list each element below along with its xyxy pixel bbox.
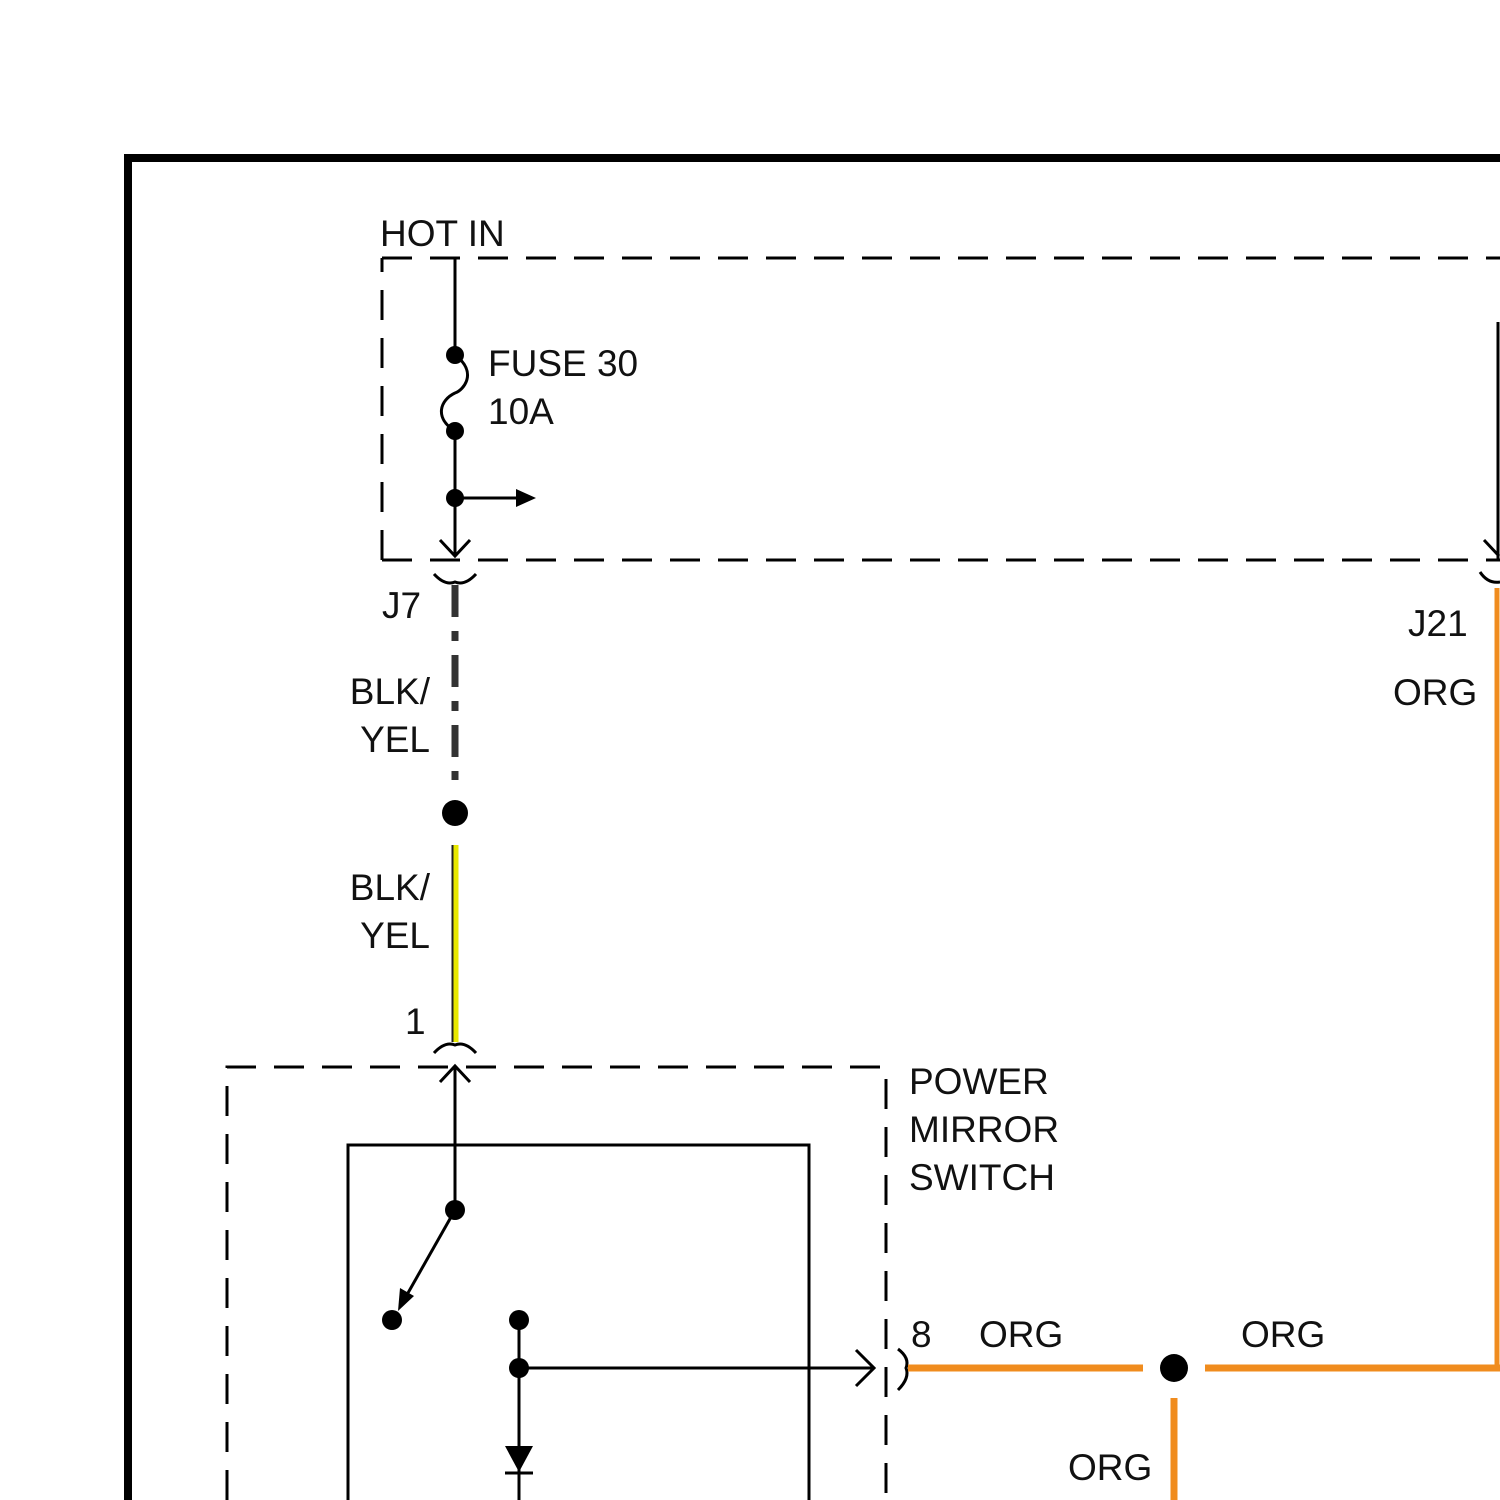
connector-j7-label: J7 [382,585,421,626]
switch-boundary [227,1067,886,1500]
switch-name-line3: SWITCH [909,1157,1055,1198]
switch-blade [404,1210,455,1300]
pin-8-connector [898,1349,907,1390]
org-splice [1160,1354,1188,1382]
wire-color-right-label: ORG [1241,1314,1325,1355]
fuse-symbol [441,355,467,431]
in-line-splice [442,800,468,826]
fuse-rating-label: 10A [488,391,554,432]
pin-8-label: 8 [911,1314,932,1355]
pin-1-connector-female [434,1044,476,1053]
diode-icon [505,1446,533,1472]
branch-arrow-icon [516,489,536,507]
switch-name-line1: POWER [909,1061,1049,1102]
switch-inner-block [348,1145,809,1500]
switch-contact [382,1310,402,1330]
pin-1-label: 1 [405,1001,426,1042]
switch-name-line2: MIRROR [909,1109,1059,1150]
hot-in-label: HOT IN [380,213,505,254]
wire-color-lower-line2: YEL [360,915,430,956]
wire-color-upper-line2: YEL [360,719,430,760]
wire-color-upper-line1: BLK/ [350,671,431,712]
fuse-name-label: FUSE 30 [488,343,638,384]
j7-connector-female [434,574,476,583]
wire-color-pin-8-label: ORG [979,1314,1063,1355]
wire-color-lower-line1: BLK/ [350,867,431,908]
wire-color-down-label: ORG [1068,1447,1152,1488]
wire-color-j21-label: ORG [1393,672,1477,713]
connector-j21-label: J21 [1408,603,1468,644]
page-frame [128,158,1500,1500]
j21-connector-female [1480,572,1500,582]
switch-blade-arrow-icon [398,1288,414,1311]
